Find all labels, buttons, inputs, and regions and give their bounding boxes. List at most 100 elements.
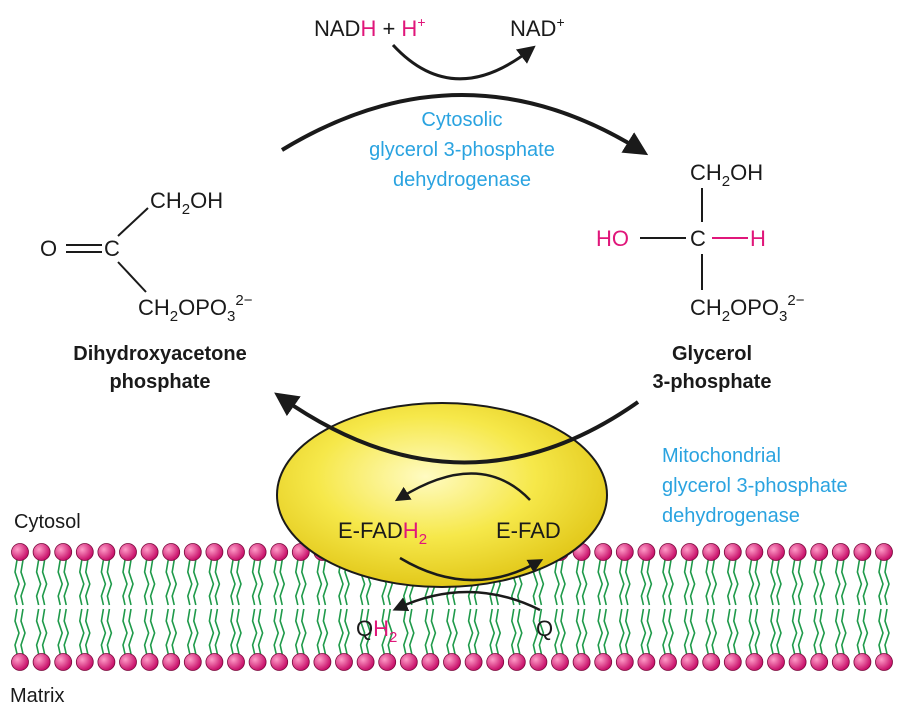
g3p-structure: CH2OH HO C H CH2OPO32− Glycerol 3-phosph… bbox=[596, 160, 805, 393]
lipid-tail bbox=[251, 559, 258, 606]
lipid-tail bbox=[473, 608, 480, 655]
lipid-tail bbox=[143, 608, 150, 655]
lipid-tail bbox=[78, 608, 85, 655]
lipid-tail bbox=[20, 559, 26, 606]
lipid-head bbox=[205, 653, 224, 671]
lipid-head bbox=[11, 653, 29, 671]
lipid-tail bbox=[14, 608, 20, 655]
nadh-arrow bbox=[391, 43, 536, 81]
lipid-tail bbox=[575, 559, 582, 606]
nadh-label: NADH + H+ bbox=[314, 14, 426, 41]
lipid-head bbox=[680, 543, 699, 561]
lipid-tail bbox=[128, 559, 134, 606]
lipid-tail bbox=[776, 608, 782, 655]
lipid-tail bbox=[122, 559, 128, 606]
lipid-tail bbox=[149, 608, 156, 655]
lipid-head bbox=[745, 653, 764, 671]
lipid-tail bbox=[236, 608, 242, 655]
lipid-tail bbox=[430, 608, 437, 655]
lipid-tail bbox=[683, 559, 690, 606]
lipid-head bbox=[788, 543, 807, 561]
lipid-tail bbox=[338, 608, 344, 655]
lipid-tail bbox=[165, 559, 172, 606]
lipid-tail bbox=[732, 559, 739, 606]
lipid-tail bbox=[618, 608, 625, 655]
lipid-head bbox=[594, 653, 613, 671]
lipid-tail bbox=[41, 559, 48, 606]
lipid-tail bbox=[510, 608, 517, 655]
lipid-head bbox=[723, 653, 742, 671]
lipid-tail bbox=[214, 608, 221, 655]
lipid-tail bbox=[575, 608, 582, 655]
lipid-tail bbox=[106, 608, 113, 655]
lipid-head bbox=[702, 653, 721, 671]
lipid-tail bbox=[640, 608, 647, 655]
lipid-tail bbox=[359, 608, 366, 655]
lipid-head bbox=[399, 653, 418, 671]
lipid-tail bbox=[776, 559, 782, 606]
lipid-head bbox=[248, 543, 267, 561]
lipid-tail bbox=[770, 559, 776, 606]
lipid-tail bbox=[560, 608, 566, 655]
lipid-tail bbox=[63, 608, 70, 655]
lipid-head bbox=[831, 543, 850, 561]
lipid-head bbox=[529, 653, 548, 671]
lipid-head bbox=[32, 653, 51, 671]
lipid-tail bbox=[208, 559, 215, 606]
lipid-head bbox=[140, 653, 159, 671]
lipid-head bbox=[54, 653, 73, 671]
lipid-tail bbox=[748, 559, 755, 606]
lipid-head bbox=[486, 653, 505, 671]
lipid-head bbox=[637, 653, 656, 671]
lipid-tail bbox=[230, 608, 236, 655]
lipid-tail bbox=[597, 559, 604, 606]
dhap-ch2oh: CH2OH bbox=[150, 188, 223, 218]
lipid-tail bbox=[819, 559, 826, 606]
lipid-tail bbox=[856, 559, 863, 606]
lipid-tail bbox=[192, 559, 199, 606]
g3p-ch2oh: CH2OH bbox=[690, 160, 763, 190]
lipid-tail bbox=[603, 559, 610, 606]
dhap-carbon: C bbox=[104, 236, 120, 261]
g3p-carbon: C bbox=[690, 226, 706, 251]
lipid-head bbox=[702, 543, 721, 561]
lipid-tail bbox=[884, 559, 890, 606]
lipid-tail bbox=[20, 608, 26, 655]
lipid-tail bbox=[797, 608, 804, 655]
lipid-tail bbox=[813, 608, 820, 655]
mito-enzyme-label: Mitochondrial glycerol 3-phosphate dehyd… bbox=[662, 445, 848, 527]
lipid-tail bbox=[819, 608, 826, 655]
lipid-tail bbox=[754, 559, 761, 606]
lipid-tail bbox=[732, 608, 739, 655]
lipid-tail bbox=[581, 559, 588, 606]
lipid-tail bbox=[322, 608, 329, 655]
lipid-head bbox=[745, 543, 764, 561]
lipid-tail bbox=[143, 559, 150, 606]
lipid-tail bbox=[624, 559, 631, 606]
lipid-tail bbox=[387, 608, 394, 655]
lipid-head bbox=[875, 653, 893, 671]
lipid-head bbox=[831, 653, 850, 671]
lipid-tail bbox=[862, 559, 869, 606]
lipid-head bbox=[767, 653, 785, 671]
lipid-head bbox=[356, 653, 375, 671]
g3p-hydrogen: H bbox=[750, 226, 766, 251]
lipid-tail bbox=[581, 608, 588, 655]
lipid-tail bbox=[683, 608, 690, 655]
lipid-head bbox=[443, 653, 461, 671]
lipid-tail bbox=[668, 559, 674, 606]
lipid-tail bbox=[257, 608, 264, 655]
lipid-tail bbox=[770, 608, 776, 655]
lipid-tail bbox=[624, 608, 631, 655]
lipid-tail bbox=[186, 559, 193, 606]
lipid-head bbox=[119, 543, 137, 561]
lipid-tail bbox=[149, 559, 156, 606]
nad-plus-label: NAD+ bbox=[510, 14, 565, 41]
lipid-tail bbox=[856, 608, 863, 655]
lipid-tail bbox=[300, 559, 307, 606]
lipid-tail bbox=[78, 559, 85, 606]
lipid-tail bbox=[797, 559, 804, 606]
membrane-bilayer bbox=[11, 543, 893, 671]
lipid-head bbox=[659, 653, 677, 671]
